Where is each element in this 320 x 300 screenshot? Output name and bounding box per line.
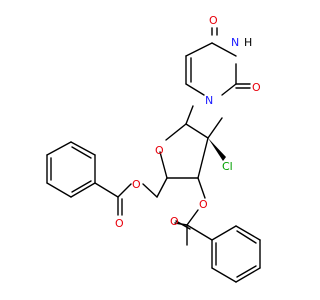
uracil-n1-label: N — [205, 94, 213, 107]
left-benzoate — [46, 141, 168, 216]
uracil-n3-label: N — [231, 36, 239, 49]
uracil-o2-label: O — [252, 81, 261, 94]
uracil-o4-label: O — [209, 14, 218, 27]
uracil-nh-h-label: H — [244, 36, 252, 49]
wedge-bond — [208, 138, 226, 161]
chlorine-label: Cl — [222, 160, 233, 173]
ester2-oxygen-label: O — [199, 198, 208, 211]
ring-oxygen-label: O — [155, 144, 164, 157]
uracil-ring — [185, 27, 251, 96]
ester1-carbonyl-oxygen-label: O — [115, 217, 124, 230]
ester2-carbonyl-oxygen-label: O — [170, 215, 179, 228]
right-benzoate — [174, 177, 261, 283]
ester1-oxygen-label: O — [132, 178, 141, 191]
sugar-ring — [159, 117, 223, 179]
molecule-structure: O H N O N O Cl O O O O — [46, 14, 261, 283]
n1-c1-bond — [185, 105, 194, 125]
